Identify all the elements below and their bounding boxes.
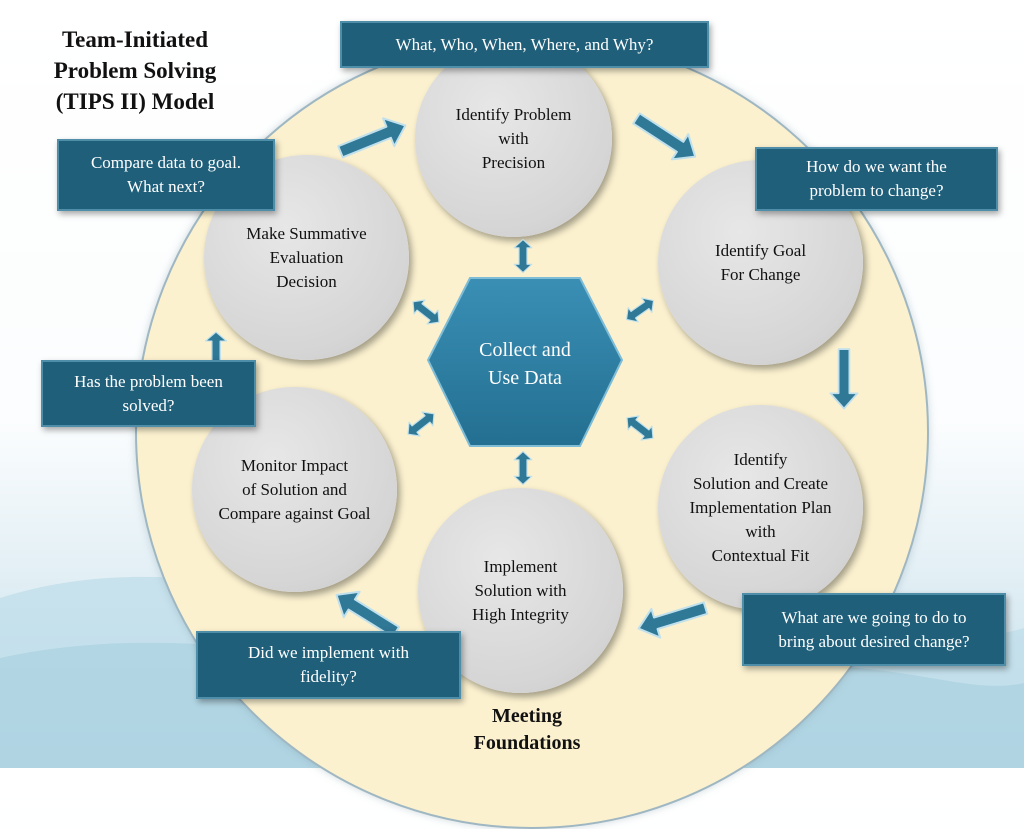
callout-compare-data: Compare data to goal. What next? — [57, 139, 275, 211]
callout-problem-solved-text: Has the problem been solved? — [74, 371, 223, 415]
callout-problem-solved: Has the problem been solved? — [41, 360, 256, 427]
node-identify-goal-label: Identify Goal For Change — [714, 240, 807, 284]
double-arrow-center-implement — [513, 450, 533, 486]
node-identify-problem-label: Identify Problem with Precision — [455, 104, 572, 172]
diagram-title: Team-Initiated Problem Solving (TIPS II)… — [53, 27, 217, 114]
callout-what-doing: What are we going to do to bring about d… — [742, 593, 1006, 666]
center-hexagon — [426, 277, 624, 447]
arrow-solution-to-implement — [633, 592, 711, 644]
double-arrow-center-summative — [406, 294, 446, 330]
node-implement-solution-label: Implement Solution with High Integrity — [472, 556, 569, 624]
callout-did-implement: Did we implement with fidelity? — [196, 631, 461, 699]
arrow-summative-to-problem — [333, 110, 412, 167]
center-hexagon-label: Collect and Use Data — [479, 339, 571, 389]
callout-what-who: What, Who, When, Where, and Why? — [340, 21, 709, 68]
node-identify-problem: Identify Problem with Precision — [415, 40, 612, 237]
callout-how-change: How do we want the problem to change? — [755, 147, 998, 211]
node-identify-solution-label: Identify Solution and Create Implementat… — [689, 449, 832, 565]
node-monitor-impact-label: Monitor Impact of Solution and Compare a… — [218, 455, 371, 523]
callout-did-implement-text: Did we implement with fidelity? — [247, 643, 409, 686]
callout-what-who-text: What, Who, When, Where, and Why? — [395, 34, 654, 54]
double-arrow-center-monitor — [401, 406, 441, 442]
meeting-foundations-label: Meeting Foundations — [473, 705, 581, 754]
arrow-problem-to-goal — [627, 104, 705, 171]
arrow-goal-to-solution — [829, 348, 859, 410]
callout-how-change-text: How do we want the problem to change? — [806, 157, 947, 200]
double-arrow-center-solution — [620, 410, 660, 446]
double-arrow-center-goal — [620, 292, 660, 328]
diagram-shapes — [204, 104, 859, 646]
node-summative-evaluation-label: Make Summative Evaluation Decision — [246, 223, 367, 291]
double-arrow-center-problem — [513, 238, 533, 274]
node-identify-solution: Identify Solution and Create Implementat… — [658, 405, 863, 610]
callout-what-doing-text: What are we going to do to bring about d… — [778, 607, 970, 651]
callout-compare-data-text: Compare data to goal. What next? — [90, 153, 242, 196]
